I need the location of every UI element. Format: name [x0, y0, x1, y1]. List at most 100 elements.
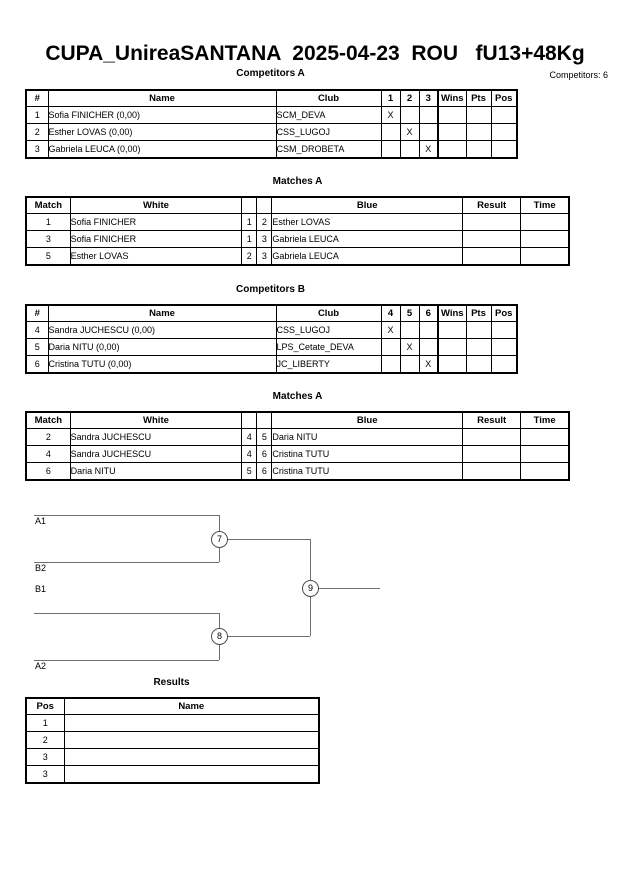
table-header-row: # Name Club 4 5 6 Wins Pts Pos: [25, 304, 518, 322]
bracket-line-a2: [34, 660, 219, 661]
table-row: 2 Sandra JUCHESCU 4 5 Daria NITU: [25, 428, 570, 446]
cell-name: Sandra JUCHESCU (0,00): [47, 321, 277, 339]
cell-pos: [490, 106, 518, 124]
table-row: 3 Sofia FINICHER 1 3 Gabriela LEUCA: [25, 230, 570, 248]
cell-match: 2: [25, 428, 71, 446]
cell-pos: [490, 123, 518, 141]
col-time: Time: [520, 411, 570, 429]
cell-white-num: 5: [241, 462, 258, 481]
cell-blue: Daria NITU: [271, 428, 464, 446]
col-blue-num: [256, 411, 273, 429]
cell-white: Daria NITU: [69, 462, 243, 481]
col-wins: Wins: [437, 304, 467, 322]
table-row: 1 Sofia FINICHER 1 2 Esther LOVAS: [25, 213, 570, 231]
cell-white: Sandra JUCHESCU: [69, 428, 243, 446]
cell-name[interactable]: [63, 748, 320, 766]
cell-wins: [437, 123, 467, 141]
bracket-node-9[interactable]: 9: [302, 580, 319, 597]
cell-m6: X: [418, 355, 439, 374]
cell-name[interactable]: [63, 731, 320, 749]
cell-white: Esther LOVAS: [69, 247, 243, 266]
cell-club: CSS_LUGOJ: [275, 123, 382, 141]
cell-time: [520, 462, 570, 481]
cell-result: [462, 428, 522, 446]
competitors-count: Competitors: 6: [549, 70, 608, 80]
bracket-diagram: A1 B2 B1 A2 7 8 9: [0, 495, 630, 680]
col-white: White: [69, 196, 243, 214]
cell-match: 5: [25, 247, 71, 266]
cell-blue-num: 6: [256, 445, 273, 463]
cell-pos: [490, 338, 518, 356]
table-row: 6 Daria NITU 5 6 Cristina TUTU: [25, 462, 570, 481]
col-pts: Pts: [465, 89, 492, 107]
cell-num: 4: [25, 321, 49, 339]
cell-pos: [490, 140, 518, 159]
col-blue: Blue: [271, 411, 464, 429]
page-title: CUPA_UnireaSANTANA 2025-04-23 ROU fU13+4…: [45, 42, 585, 65]
col-white-num: [241, 411, 258, 429]
cell-m4: [380, 338, 401, 356]
cell-pos: 2: [25, 731, 65, 749]
cell-m4: [380, 355, 401, 374]
cell-club: JC_LIBERTY: [275, 355, 382, 374]
col-result: Result: [462, 196, 522, 214]
cell-pos: [490, 321, 518, 339]
table-header-row: Match White Blue Result Time: [25, 411, 570, 429]
cell-wins: [437, 106, 467, 124]
cell-pts: [465, 321, 492, 339]
cell-name: Daria NITU (0,00): [47, 338, 277, 356]
cell-club: CSS_LUGOJ: [275, 321, 382, 339]
cell-m2: [399, 140, 420, 159]
col-name: Name: [63, 697, 320, 715]
cell-result: [462, 230, 522, 248]
table-row: 2: [25, 731, 320, 749]
matches-b-caption: Matches A: [272, 391, 323, 402]
bracket-line-final: [310, 588, 380, 589]
table-row: 4 Sandra JUCHESCU (0,00) CSS_LUGOJ X: [25, 321, 518, 339]
cell-num: 1: [25, 106, 49, 124]
cell-club: SCM_DEVA: [275, 106, 382, 124]
cell-blue-num: 6: [256, 462, 273, 481]
cell-blue-num: 3: [256, 230, 273, 248]
cell-name: Cristina TUTU (0,00): [47, 355, 277, 374]
cell-m3: [418, 123, 439, 141]
bracket-line-b1: [34, 613, 219, 614]
cell-name[interactable]: [63, 765, 320, 784]
cell-num: 5: [25, 338, 49, 356]
col-pos: Pos: [25, 697, 65, 715]
cell-time: [520, 247, 570, 266]
bracket-node-7[interactable]: 7: [211, 531, 228, 548]
cell-match: 1: [25, 213, 71, 231]
cell-m5: [399, 321, 420, 339]
cell-wins: [437, 355, 467, 374]
cell-blue: Esther LOVAS: [271, 213, 464, 231]
cell-pos: 1: [25, 714, 65, 732]
cell-pts: [465, 106, 492, 124]
cell-num: 6: [25, 355, 49, 374]
cell-m1: [380, 140, 401, 159]
col-m4: 4: [380, 304, 401, 322]
cell-pts: [465, 123, 492, 141]
cell-blue-num: 2: [256, 213, 273, 231]
bracket-node-8[interactable]: 8: [211, 628, 228, 645]
bracket-seed-b2: B2: [35, 563, 47, 573]
cell-m2: [399, 106, 420, 124]
cell-white: Sandra JUCHESCU: [69, 445, 243, 463]
cell-white-num: 2: [241, 247, 258, 266]
table-row: 6 Cristina TUTU (0,00) JC_LIBERTY X: [25, 355, 518, 374]
table-row: 3: [25, 765, 320, 784]
cell-m5: [399, 355, 420, 374]
col-white: White: [69, 411, 243, 429]
col-m3: 3: [418, 89, 439, 107]
col-pos: Pos: [490, 304, 518, 322]
cell-white: Sofia FINICHER: [69, 230, 243, 248]
cell-result: [462, 213, 522, 231]
col-num: #: [25, 304, 49, 322]
cell-name: Esther LOVAS (0,00): [47, 123, 277, 141]
cell-name: Sofia FINICHER (0,00): [47, 106, 277, 124]
col-club: Club: [275, 304, 382, 322]
col-time: Time: [520, 196, 570, 214]
table-row: 4 Sandra JUCHESCU 4 6 Cristina TUTU: [25, 445, 570, 463]
cell-blue: Gabriela LEUCA: [271, 230, 464, 248]
cell-name[interactable]: [63, 714, 320, 732]
